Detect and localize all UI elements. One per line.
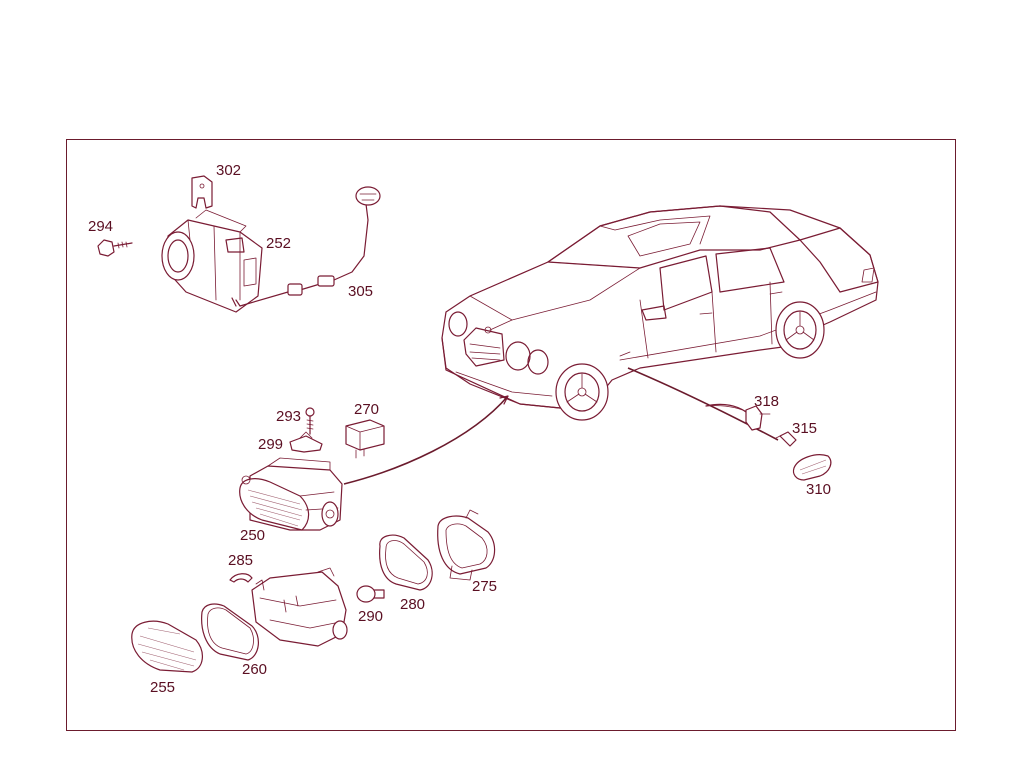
callout-294: 294 [88,218,113,235]
part-252-lamp-module [161,209,263,313]
part-293-screw [305,407,315,435]
callout-302: 302 [216,162,241,179]
car-illustration [441,205,879,421]
callout-250: 250 [240,527,265,544]
callout-labels: 302 294 252 305 293 270 299 250 318 315 … [88,162,831,696]
part-285-clip [229,573,253,583]
part-305-cable [231,186,381,307]
part-318-socket [705,403,771,431]
callout-260: 260 [242,661,267,678]
callout-293: 293 [276,408,301,425]
part-302-bracket [191,175,213,209]
part-270-relay [345,419,385,459]
part-275-bracket [437,509,496,581]
callout-255: 255 [150,679,175,696]
callout-310: 310 [806,481,831,498]
part-294-screw [97,239,133,257]
callout-280: 280 [400,596,425,613]
callout-285: 285 [228,552,253,569]
part-255-lens [131,620,203,673]
part-310-lens [792,454,832,481]
part-250-fog-lamp [239,457,343,531]
callout-275: 275 [472,578,497,595]
part-260-gasket [201,603,259,661]
callout-305: 305 [348,283,373,300]
callout-252: 252 [266,235,291,252]
callout-299: 299 [258,436,283,453]
diagram-frame [66,139,956,731]
callout-318: 318 [754,393,779,410]
callout-290: 290 [358,608,383,625]
callout-270: 270 [354,401,379,418]
callout-315: 315 [792,420,817,437]
part-299-clip [289,431,323,453]
part-280-gasket [379,534,433,591]
part-290-bulb [356,585,385,603]
part-housing [251,567,348,647]
part-315-bulb [775,431,797,447]
